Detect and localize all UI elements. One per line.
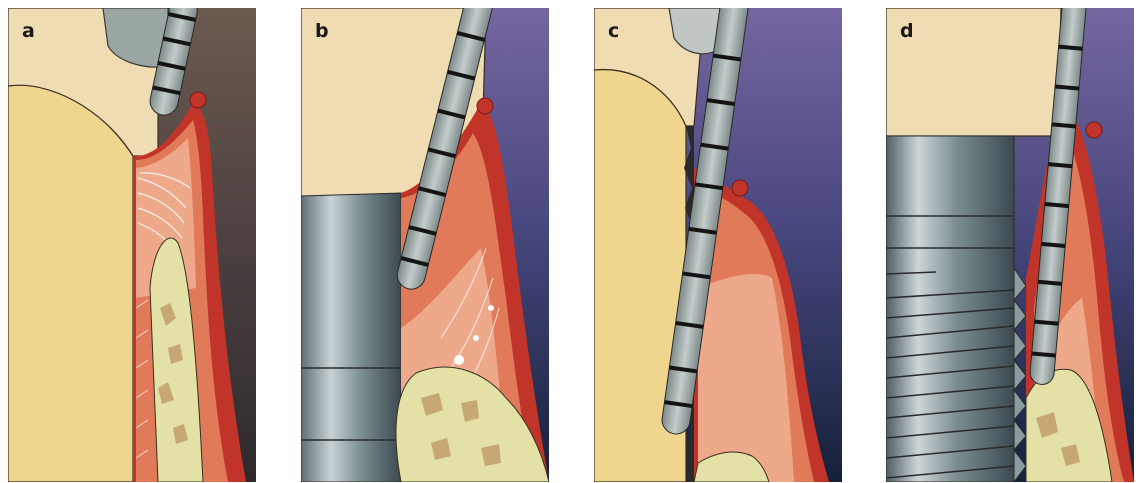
bleeding-point [190,92,206,108]
panel-b: b [301,8,549,482]
bleeding-point [732,180,748,196]
panel-c-label: c [608,22,619,41]
panel-b-label: b [315,22,329,41]
panel-a-label: a [22,22,35,41]
panel-d: d [886,8,1134,482]
panel-c: c [594,8,842,482]
panel-c-illustration [594,8,842,482]
bleeding-point [477,98,493,114]
panel-d-illustration [886,8,1134,482]
panel-d-label: d [900,22,914,41]
panel-a-illustration [8,8,256,482]
panel-b-illustration [301,8,549,482]
panel-a: a [8,8,256,482]
implant-abutment [301,193,401,482]
bleeding-point [1086,122,1102,138]
tooth-root [8,85,133,482]
